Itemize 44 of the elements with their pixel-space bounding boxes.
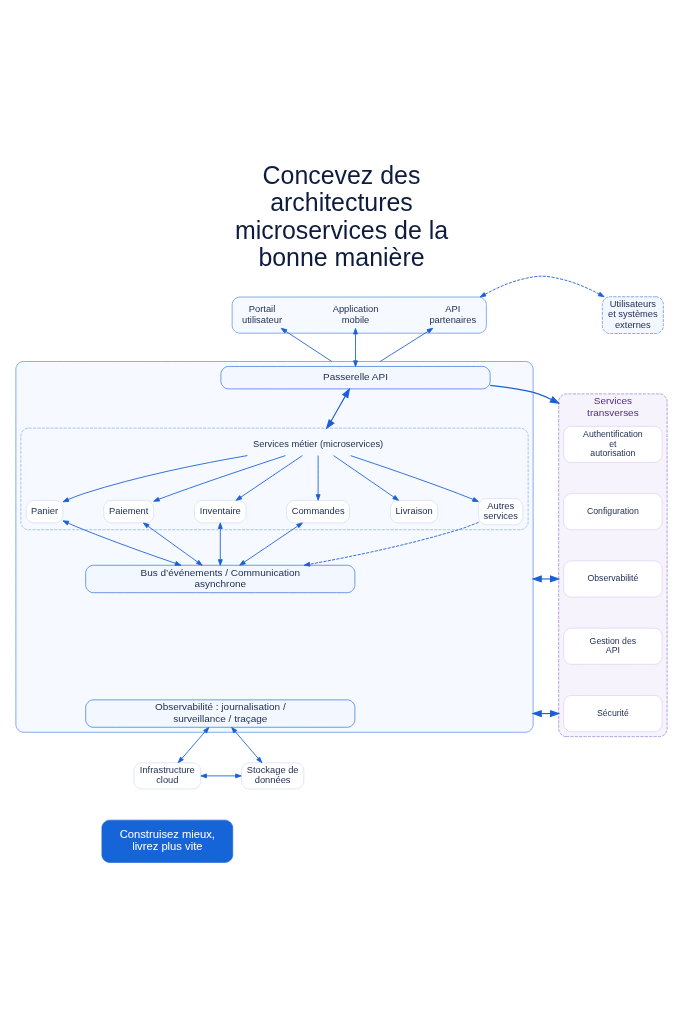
node-text: Application mobile: [332, 303, 379, 325]
arrow: [379, 327, 434, 362]
arrow: [303, 521, 479, 567]
node-box: Gestion des API: [563, 627, 663, 665]
arrow: [325, 387, 351, 430]
arrow: [350, 455, 479, 502]
node-box: Stockage de données: [241, 762, 305, 790]
node-text: Portail utilisateur: [242, 303, 283, 325]
node-box: Livraison: [390, 500, 439, 524]
arrow: [177, 727, 210, 764]
arrow: [62, 455, 248, 503]
node-text: API partenaires: [429, 303, 477, 325]
arrow: [217, 522, 223, 566]
node-box: Bus d’événements / Communication asynchrone: [85, 564, 356, 593]
node-box: Paiement: [103, 500, 154, 524]
node-box: Utilisateurs et systèmes externes: [602, 296, 664, 334]
node-box: Autres services: [478, 498, 524, 526]
node-box: Observabilité: [563, 560, 663, 598]
diagram-title: Concevez des architectures microservices de la bonne manière: [234, 160, 449, 272]
node-box: Observabilité : journalisation / surveillance / traçage: [85, 699, 356, 728]
arrow: [479, 275, 605, 298]
arrow: [62, 520, 182, 566]
node-box: Commandes: [286, 500, 350, 524]
node-text: Services métier (microservices): [253, 438, 384, 449]
arrow: [153, 455, 286, 502]
arrow: [353, 328, 358, 367]
arrow: [333, 455, 399, 501]
node-box: Configuration: [563, 493, 663, 531]
arrow: [235, 455, 303, 501]
arrow: [239, 522, 303, 566]
node-box: Authentification et autorisation: [563, 425, 663, 463]
node-box: Sécurité: [563, 695, 663, 732]
node-box: Panier: [25, 500, 64, 524]
arrow: [489, 384, 561, 404]
node-box: Passerelle API: [220, 366, 491, 390]
node-box: Construisez mieux, livrez plus vite: [101, 819, 234, 863]
arrow: [142, 522, 203, 566]
arrow: [231, 727, 263, 764]
arrow: [531, 575, 561, 583]
node-box: Inventaire: [194, 500, 247, 524]
arrow: [200, 773, 242, 779]
arrow: [280, 327, 333, 362]
arrow: [315, 455, 321, 501]
node-box: Infrastructure cloud: [133, 762, 201, 790]
